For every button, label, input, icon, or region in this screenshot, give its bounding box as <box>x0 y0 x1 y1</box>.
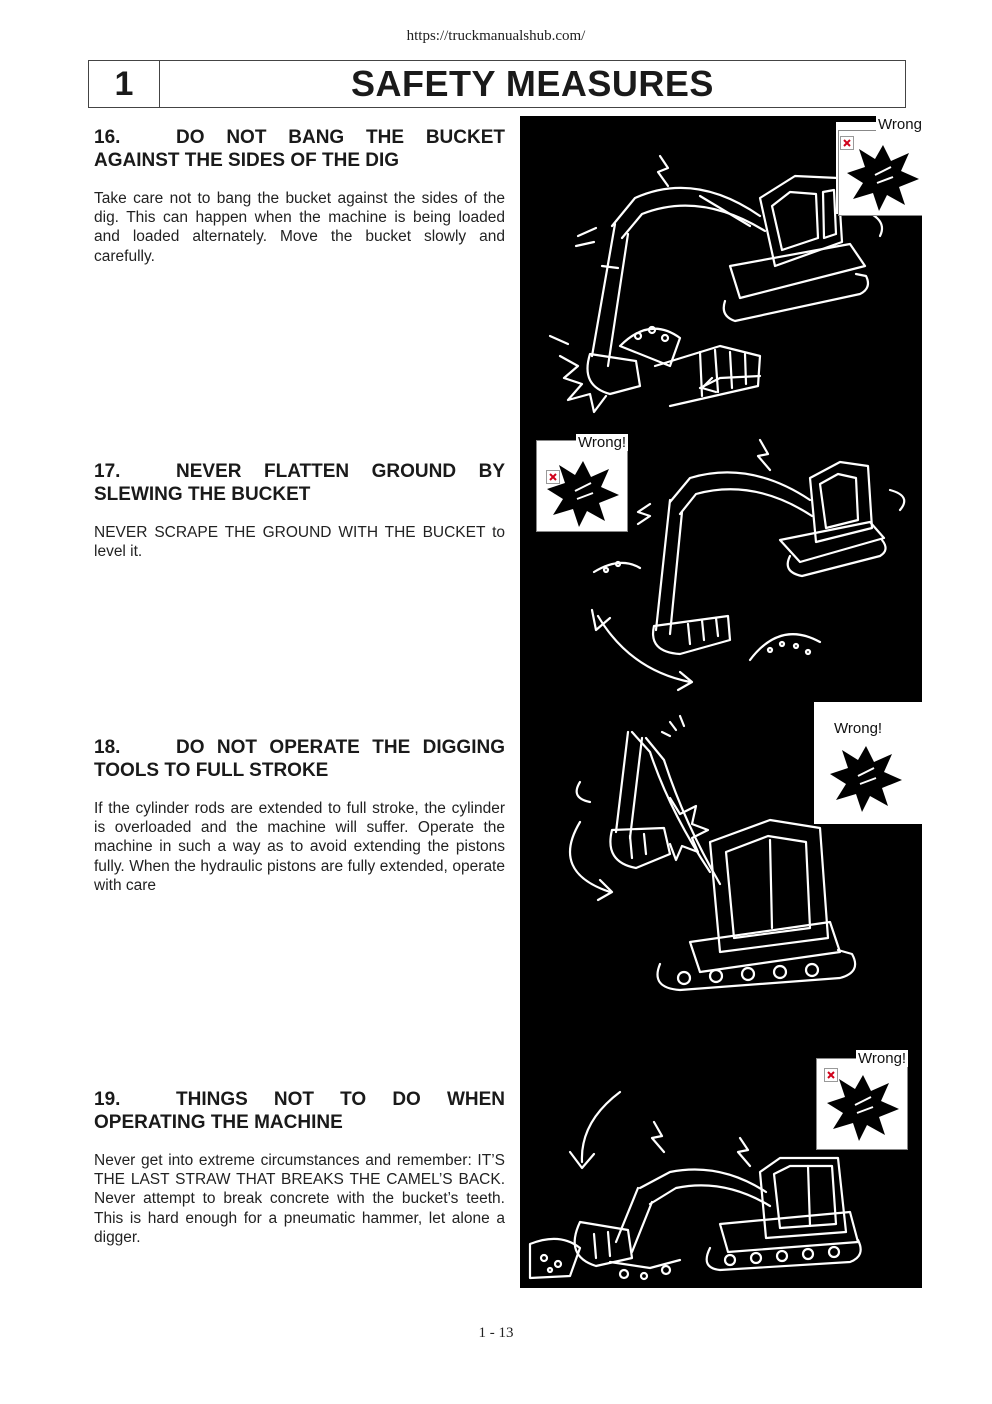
section-16: 16.DO NOT BANG THE BUCKET AGAINST THE SI… <box>94 126 505 266</box>
section-title: DO NOT OPERATE THE DIGGING TOOLS TO FULL… <box>94 737 505 781</box>
section-body: NEVER SCRAPE THE GROUND WITH THE BUCKET … <box>94 524 505 561</box>
warning-panel <box>836 122 922 216</box>
warning-label: Wrong! <box>856 1050 909 1067</box>
excavator-illustration <box>590 438 906 692</box>
page-header: 1 SAFETY MEASURES <box>88 60 906 108</box>
figure-break-concrete: Wrong! <box>520 1012 922 1288</box>
section-number: 19. <box>94 1089 121 1110</box>
figure-bucket-bang: Wrong! <box>520 116 922 420</box>
warning-panel <box>536 440 628 532</box>
figure-slewing-bucket: Wrong! <box>520 420 922 702</box>
warning-frame <box>536 440 628 532</box>
warning-panel <box>816 1058 908 1150</box>
section-number: 16. <box>94 127 121 148</box>
section-heading: 19.THINGS NOT TO DO WHEN OPERATING THE M… <box>94 1088 505 1134</box>
page-title: SAFETY MEASURES <box>351 63 714 104</box>
section-heading: 16.DO NOT BANG THE BUCKET AGAINST THE SI… <box>94 126 505 172</box>
section-title: THINGS NOT TO DO WHEN OPERATING THE MACH… <box>94 1089 505 1133</box>
excavator-illustration <box>568 714 857 992</box>
section-heading: 17.NEVER FLATTEN GROUND BY SLEWING THE B… <box>94 460 505 506</box>
section-17: 17.NEVER FLATTEN GROUND BY SLEWING THE B… <box>94 460 505 561</box>
warning-frame <box>816 1058 908 1150</box>
crash-burst-icon <box>547 461 619 527</box>
page-number: 1 - 13 <box>478 1325 514 1341</box>
excavator-illustration <box>528 1090 862 1281</box>
source-url: https://truckmanualshub.com/ <box>406 28 586 44</box>
broken-image-icon <box>840 136 854 150</box>
crash-burst-icon <box>827 1075 899 1141</box>
section-18: 18.DO NOT OPERATE THE DIGGING TOOLS TO F… <box>94 736 505 895</box>
warning-label: Wrong! <box>832 720 885 737</box>
section-number: 17. <box>94 461 121 482</box>
chapter-number: 1 <box>89 61 160 107</box>
warning-label: Wrong! <box>876 116 922 133</box>
section-title: DO NOT BANG THE BUCKET AGAINST THE SIDES… <box>94 127 505 171</box>
figure-full-stroke: Wrong! <box>520 702 922 1012</box>
section-body: Take care not to bang the bucket against… <box>94 190 505 265</box>
section-19: 19.THINGS NOT TO DO WHEN OPERATING THE M… <box>94 1088 505 1247</box>
crash-burst-icon <box>830 746 902 812</box>
broken-image-icon <box>824 1068 838 1082</box>
crash-burst-icon <box>847 145 919 211</box>
section-body: If the cylinder rods are extended to ful… <box>94 800 505 894</box>
section-title: NEVER FLATTEN GROUND BY SLEWING THE BUCK… <box>94 461 505 505</box>
section-heading: 18.DO NOT OPERATE THE DIGGING TOOLS TO F… <box>94 736 505 782</box>
warning-label: Wrong! <box>576 434 629 451</box>
section-body: Never get into extreme circumstances and… <box>94 1152 505 1246</box>
section-number: 18. <box>94 737 121 758</box>
broken-image-icon <box>546 470 560 484</box>
